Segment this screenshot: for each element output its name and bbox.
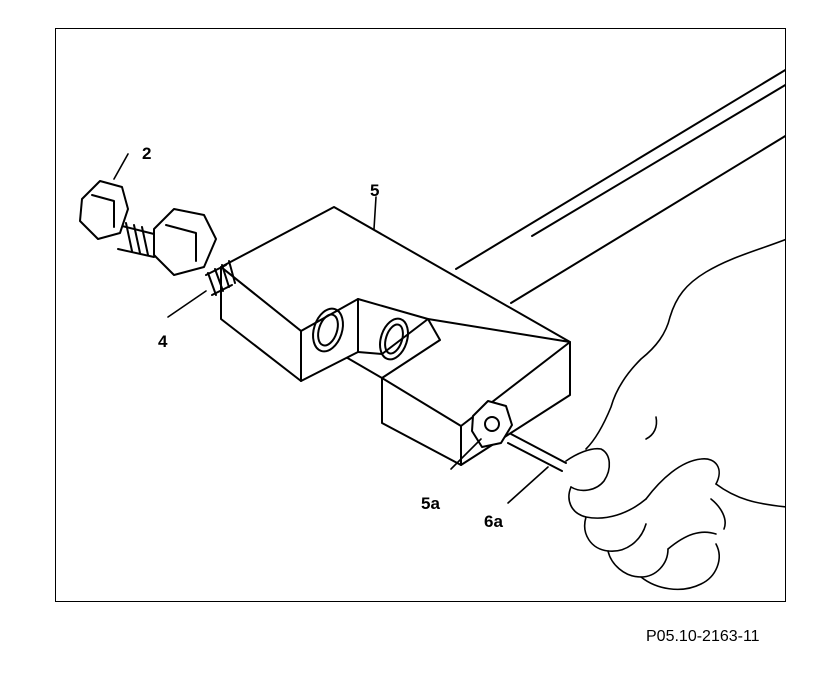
figure-code: P05.10-2163-11 xyxy=(646,628,760,645)
hex-nut-small xyxy=(79,180,129,240)
clamp-block xyxy=(220,206,571,466)
small-nut-5a xyxy=(471,400,513,448)
callout-6a: 6a xyxy=(484,512,503,531)
pin-6a xyxy=(507,433,567,472)
callout-5: 5 xyxy=(370,181,380,200)
bore-holes xyxy=(312,307,409,361)
threaded-bolt xyxy=(117,222,155,258)
technical-illustration xyxy=(79,69,785,591)
leader-lines xyxy=(113,153,549,504)
threaded-spindle xyxy=(205,260,236,296)
callout-5a: 5a xyxy=(421,494,440,513)
rod xyxy=(455,69,785,304)
callout-2: 2 xyxy=(142,144,152,163)
hand-outline xyxy=(565,238,785,591)
hex-nut-large xyxy=(153,208,217,276)
callout-4: 4 xyxy=(158,332,168,351)
figure-frame: 2 4 5 5a 6a xyxy=(55,28,786,602)
